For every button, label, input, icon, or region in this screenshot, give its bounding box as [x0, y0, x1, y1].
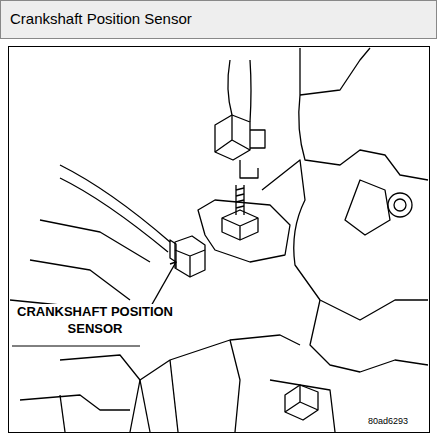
transmission-housing [10, 48, 428, 432]
page-title: Crankshaft Position Sensor [10, 10, 192, 27]
part-label: CRANKSHAFT POSITION SENSOR [10, 304, 180, 338]
figure-id: 80ad6293 [368, 416, 428, 428]
title-bar [1, 1, 437, 39]
picture-frame [9, 47, 430, 433]
